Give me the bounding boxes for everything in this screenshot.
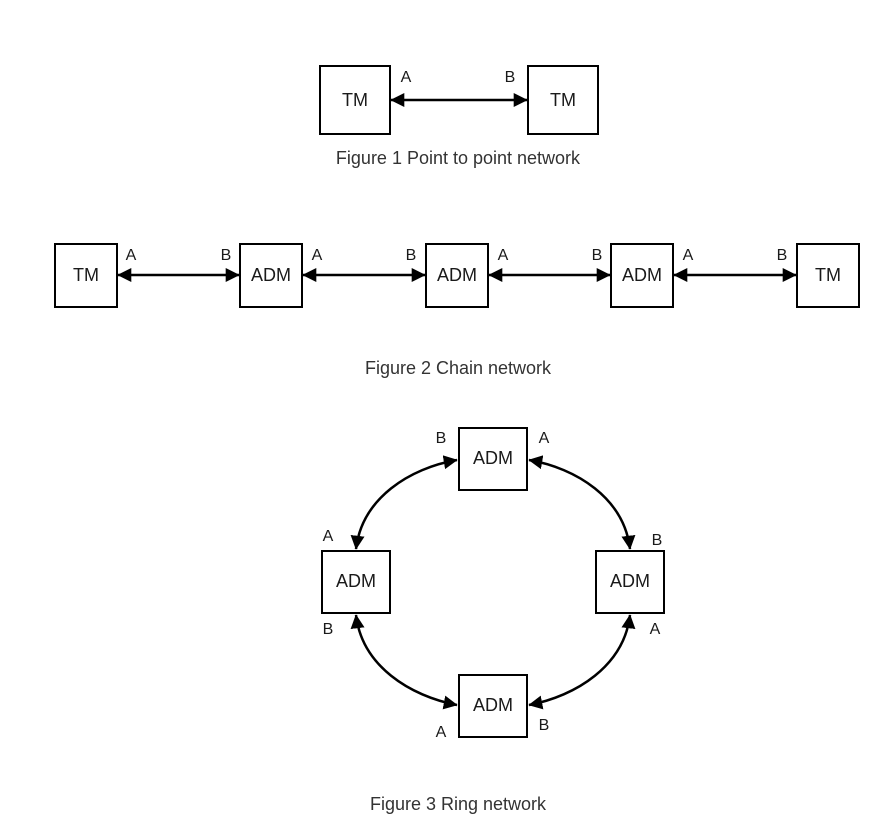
adm-node-bottom: ADM [458,674,528,738]
adm-node-left: ADM [321,550,391,614]
adm-node-label: ADM [251,265,291,285]
port-b-label: B [505,69,516,86]
port-a-label: A [539,430,550,447]
port-b-label: B [777,247,788,264]
port-a-label: A [312,247,323,264]
port-b-label: B [436,430,447,447]
port-b-label: B [652,532,663,549]
adm-node: ADM [425,243,489,308]
ring-link-arrow [528,455,636,550]
tm-node-label: TM [73,265,99,285]
port-b-label: B [539,717,550,734]
adm-node-label: ADM [437,265,477,285]
tm-node-label: TM [342,90,368,110]
tm-node-label: TM [550,90,576,110]
tm-node-label: TM [815,265,841,285]
port-a-label: A [323,528,334,545]
figure-1-point-to-point: TM TM A B Figure 1 Point to point networ… [319,65,599,168]
tm-node: TM [319,65,391,135]
adm-node-label: ADM [622,265,662,285]
adm-node-label: ADM [473,448,513,468]
port-a-label: A [401,69,412,86]
figure-2-chain: TM ADM ADM ADM TM A B A B A B A B Figure… [54,243,860,378]
port-b-label: B [592,247,603,264]
port-b-label: B [221,247,232,264]
port-a-label: A [436,724,447,741]
figure-2-caption: Figure 2 Chain network [365,358,552,378]
tm-node: TM [796,243,860,308]
tm-node: TM [527,65,599,135]
adm-node-label: ADM [610,571,650,591]
port-a-label: A [498,247,509,264]
adm-node: ADM [239,243,303,308]
tm-node: TM [54,243,118,308]
adm-node-right: ADM [595,550,665,614]
port-a-label: A [650,621,661,638]
figure-1-caption: Figure 1 Point to point network [336,148,581,168]
ring-link-arrow [528,614,636,710]
ring-link-arrow [350,614,458,710]
adm-node-label: ADM [336,571,376,591]
port-b-label: B [323,621,334,638]
port-b-label: B [406,247,417,264]
figure-3-ring: ADM ADM ADM ADM B A B A B A B A Figure 3… [321,427,665,814]
adm-node: ADM [610,243,674,308]
adm-node-label: ADM [473,695,513,715]
figure-3-caption: Figure 3 Ring network [370,794,547,814]
ring-link-arrow [350,455,458,550]
port-a-label: A [683,247,694,264]
port-a-label: A [126,247,137,264]
adm-node-top: ADM [458,427,528,491]
